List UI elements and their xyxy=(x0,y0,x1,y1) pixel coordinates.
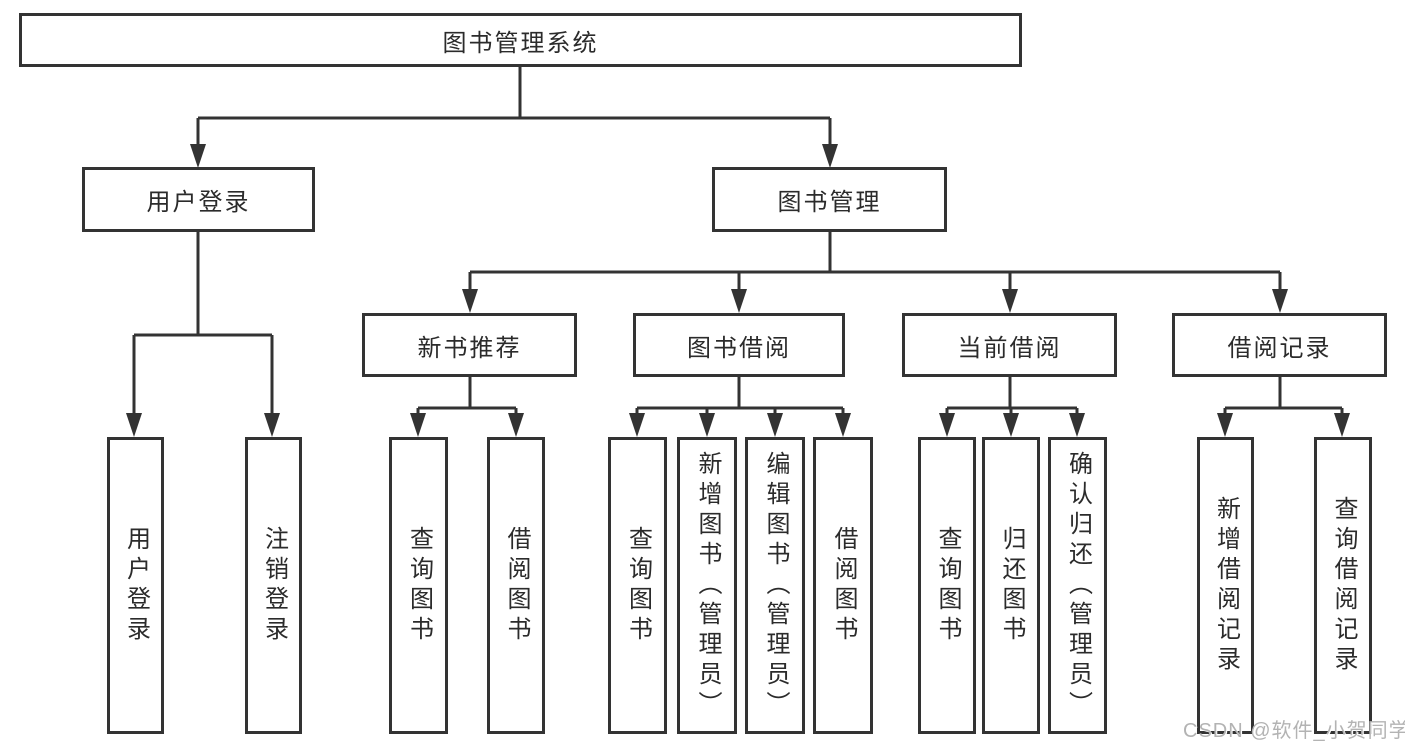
node-book-management: 图书管理 xyxy=(712,167,947,232)
leaf-borrow-books-newbook: 借阅图书 xyxy=(487,437,545,734)
leaf-query-books-borrow: 查询图书 xyxy=(608,437,667,734)
leaf-borrow-books: 借阅图书 xyxy=(813,437,873,734)
connector-new-book-branch xyxy=(410,377,524,437)
connector-borrow-records-branch xyxy=(1217,377,1350,437)
leaf-query-books-current: 查询图书 xyxy=(918,437,976,734)
node-new-book-recommendation: 新书推荐 xyxy=(362,313,577,377)
node-user-login: 用户登录 xyxy=(82,167,315,232)
connector-user-login-branch xyxy=(126,232,280,437)
leaf-confirm-return-admin: 确认归还（管理员） xyxy=(1048,437,1107,734)
leaf-return-books: 归还图书 xyxy=(982,437,1040,734)
node-borrowing-records: 借阅记录 xyxy=(1172,313,1387,377)
node-current-borrowing: 当前借阅 xyxy=(902,313,1117,377)
connector-current-borrow-branch xyxy=(939,377,1085,437)
leaf-query-borrow-record: 查询借阅记录 xyxy=(1314,437,1372,734)
node-book-borrowing: 图书借阅 xyxy=(633,313,845,377)
leaf-query-books-newbook: 查询图书 xyxy=(389,437,448,734)
leaf-add-borrow-record: 新增借阅记录 xyxy=(1197,437,1254,734)
connector-book-mgmt-branch xyxy=(462,232,1288,313)
connector-root-to-level2 xyxy=(190,67,838,168)
leaf-logout: 注销登录 xyxy=(245,437,302,734)
node-root-library-system: 图书管理系统 xyxy=(19,13,1022,67)
csdn-watermark: CSDN @软件_小贺同学 xyxy=(1183,720,1405,742)
connector-book-borrow-branch xyxy=(629,377,851,437)
leaf-add-books-admin: 新增图书（管理员） xyxy=(677,437,737,734)
leaf-user-login: 用户登录 xyxy=(107,437,164,734)
leaf-edit-books-admin: 编辑图书（管理员） xyxy=(745,437,805,734)
